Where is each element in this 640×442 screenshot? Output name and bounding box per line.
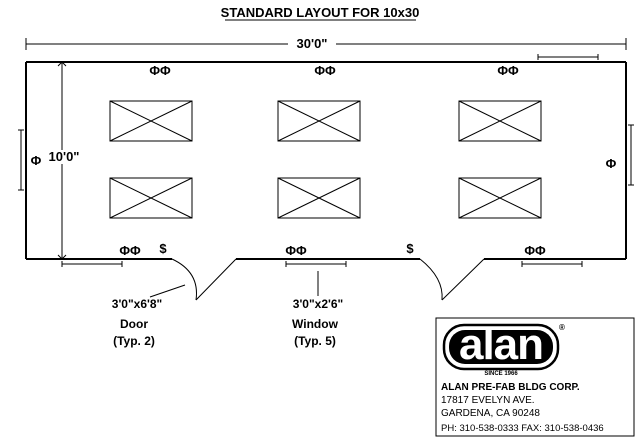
light-fixture xyxy=(458,100,542,142)
single-outlet-icon: Φ xyxy=(606,156,617,171)
light-fixtures xyxy=(109,100,542,219)
duplex-outlet-icon: ΦΦ xyxy=(285,243,307,258)
door-right xyxy=(419,258,485,301)
window-bottom-center xyxy=(285,261,347,267)
diagram-title: STANDARD LAYOUT FOR 10x30 xyxy=(221,5,420,20)
window-left xyxy=(18,129,24,191)
door-qty-label: (Typ. 2) xyxy=(113,334,155,348)
window-qty-label: (Typ. 5) xyxy=(294,334,336,348)
depth-dimension: 10'0" xyxy=(44,61,82,260)
registered-mark: ® xyxy=(559,323,565,332)
company-address-line1: 17817 EVELYN AVE. xyxy=(441,395,535,406)
window-bottom-right xyxy=(521,261,583,267)
window-size-label: 3'0"x2'6" xyxy=(293,297,343,311)
switch-icon: $ xyxy=(159,241,167,256)
duplex-outlet-icon: ΦΦ xyxy=(524,243,546,258)
duplex-outlet-icon: ΦΦ xyxy=(497,63,519,78)
light-fixture xyxy=(109,100,193,142)
window-top-right xyxy=(537,54,599,60)
company-title-block: alan ® SINCE 1966 ALAN PRE-FAB BLDG CORP… xyxy=(435,317,635,437)
switch-icon: $ xyxy=(406,241,414,256)
width-label: 30'0" xyxy=(297,36,328,51)
light-fixture xyxy=(109,177,193,219)
company-address-line2: GARDENA, CA 90248 xyxy=(441,408,540,419)
window-right xyxy=(628,124,634,186)
window-bottom-left xyxy=(61,261,123,267)
duplex-outlet-icon: ΦΦ xyxy=(119,243,141,258)
company-phone-fax: PH: 310-538-0333 FAX: 310-538-0436 xyxy=(441,423,604,434)
light-fixture xyxy=(277,100,361,142)
door-size-label: 3'0"x6'8" xyxy=(112,297,162,311)
width-dimension: 30'0" xyxy=(25,36,627,51)
duplex-outlet-icon: ΦΦ xyxy=(149,63,171,78)
company-since-label: SINCE 1966 xyxy=(484,371,518,377)
door-left xyxy=(171,258,237,301)
single-outlet-icon: Φ xyxy=(31,153,42,168)
duplex-outlet-icon: ΦΦ xyxy=(314,63,336,78)
light-fixture xyxy=(458,177,542,219)
window-name-label: Window xyxy=(292,317,339,331)
light-fixture xyxy=(277,177,361,219)
logo-inner xyxy=(449,330,553,364)
company-logo-word: alan xyxy=(459,320,543,369)
company-name: ALAN PRE-FAB BLDG CORP. xyxy=(441,382,580,393)
depth-label: 10'0" xyxy=(49,149,80,164)
door-leader-line xyxy=(149,284,186,298)
building-outline xyxy=(25,61,627,260)
door-name-label: Door xyxy=(120,317,148,331)
